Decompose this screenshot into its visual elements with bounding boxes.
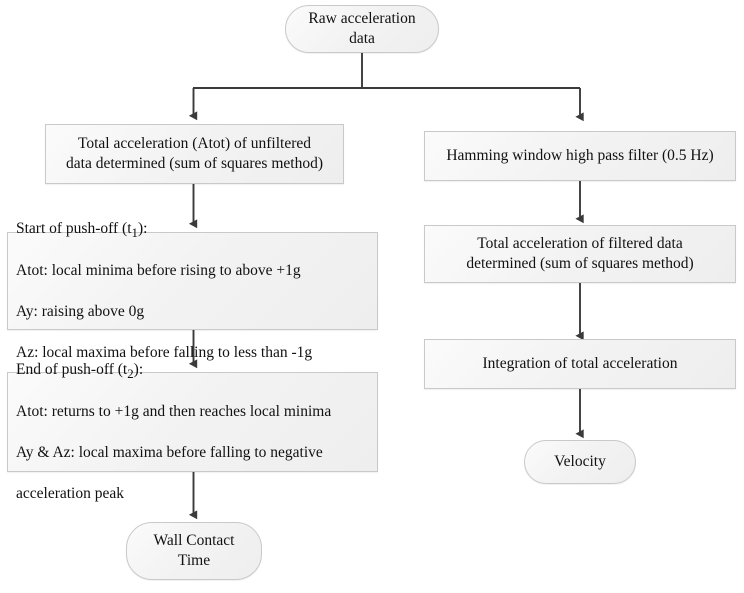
node-start-of-push-off[interactable]: Start of push-off (t1): Atot: local mini… (7, 220, 378, 361)
node-label: Hamming window high pass filter (0.5 Hz) (446, 146, 714, 164)
node-label: Integration of total acceleration (482, 354, 678, 372)
node-label: Total acceleration of filtered data dete… (466, 234, 694, 272)
end-pushoff-line2: Atot: returns to +1g and then reaches lo… (16, 403, 332, 421)
start-pushoff-line4: Az: local maxima before falling to less … (16, 344, 313, 362)
node-end-of-push-off[interactable]: End of push-off (t2): Atot: returns to +… (7, 361, 378, 502)
start-pushoff-line1-end: ): (137, 219, 148, 237)
node-velocity[interactable]: Velocity (524, 440, 636, 484)
node-label: Start of push-off (t1): Atot: local mini… (8, 198, 377, 363)
end-pushoff-subscript: 2 (127, 365, 134, 381)
start-pushoff-line1: Start of push-off (t (16, 219, 132, 237)
end-pushoff-line3: Ay & Az: local maxima before falling to … (16, 444, 323, 462)
start-pushoff-line3: Ay: raising above 0g (16, 303, 145, 321)
start-pushoff-subscript: 1 (131, 224, 138, 240)
node-integration-of-total-acceleration[interactable]: Integration of total acceleration (424, 339, 736, 389)
node-label: Wall Contact Time (153, 531, 235, 569)
node-hamming-window-filter[interactable]: Hamming window high pass filter (0.5 Hz) (424, 131, 736, 181)
node-total-acceleration-filtered[interactable]: Total acceleration of filtered data dete… (424, 225, 736, 283)
node-total-acceleration-unfiltered[interactable]: Total acceleration (Atot) of unfiltered … (45, 124, 344, 184)
start-pushoff-line2: Atot: local minima before rising to abov… (16, 262, 301, 280)
node-label: Velocity (554, 452, 606, 470)
node-wall-contact-time[interactable]: Wall Contact Time (126, 522, 262, 580)
node-label: End of push-off (t2): Atot: returns to +… (8, 339, 377, 504)
node-raw-acceleration-data[interactable]: Raw acceleration data (285, 5, 439, 53)
end-pushoff-line1: End of push-off (t (16, 360, 128, 378)
node-label: Raw acceleration data (308, 9, 416, 47)
end-pushoff-line4: acceleration peak (16, 485, 124, 503)
end-pushoff-line1-end: ): (133, 360, 144, 378)
node-label: Total acceleration (Atot) of unfiltered … (66, 134, 323, 172)
